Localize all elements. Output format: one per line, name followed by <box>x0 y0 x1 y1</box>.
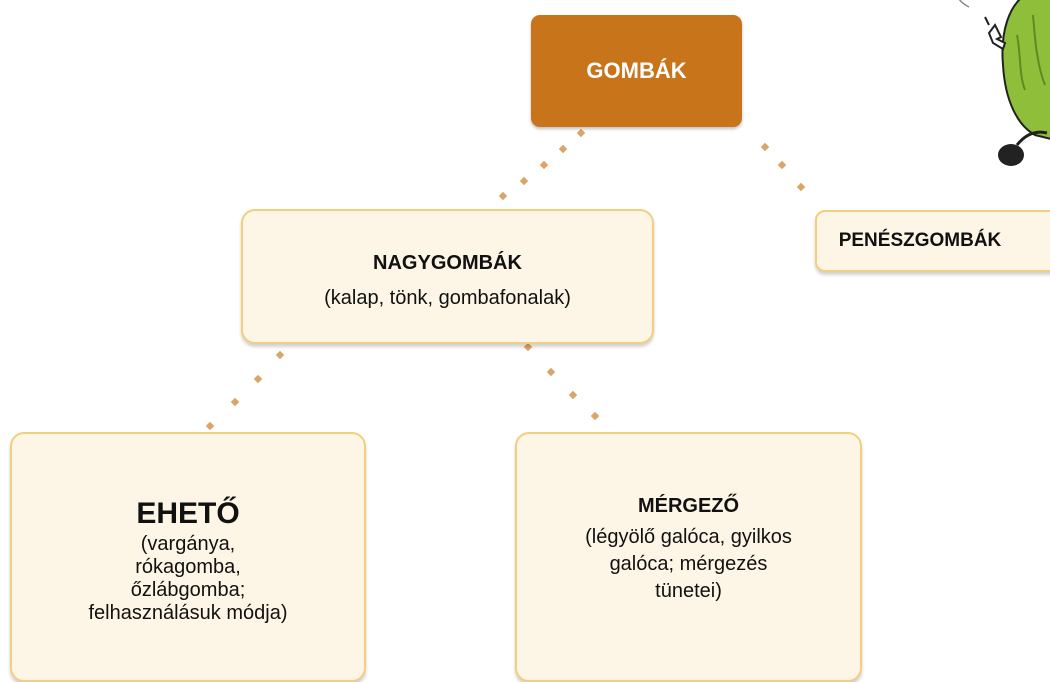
connector-dot <box>796 182 806 192</box>
connector-dot <box>498 191 508 201</box>
merges-title: MÉRGEZŐ <box>637 495 740 517</box>
node-eheto: EHETŐ (vargánya, rókagomba, őzlábgomba; … <box>10 432 366 682</box>
connector-dot <box>205 421 215 431</box>
mushroom-mascot-illustration <box>958 0 1050 166</box>
penesz-title: PENÉSZGOMBÁK <box>838 230 1002 251</box>
node-nagygombak: NAGYGOMBÁK (kalap, tönk, gombafonalak) <box>241 209 654 344</box>
connector-dot <box>539 160 549 170</box>
root-label: GOMBÁK <box>586 58 687 83</box>
connector-dot <box>777 160 787 170</box>
node-peneszgombak: PENÉSZGOMBÁK <box>815 210 1050 272</box>
connector-dot <box>519 176 529 186</box>
node-merges: MÉRGEZŐ (légyölő galóca, gyilkos galóca;… <box>515 432 862 682</box>
connector-dot <box>523 342 533 352</box>
nagygombak-title: NAGYGOMBÁK <box>373 251 522 274</box>
connector-dot <box>576 128 586 138</box>
connector-dot <box>590 411 600 421</box>
connector-dot <box>546 367 556 377</box>
nagygombak-description: (kalap, tönk, gombafonalak) <box>324 286 571 309</box>
merges-description: (légyölő galóca, gyilkos galóca; mérgezé… <box>585 526 792 602</box>
connector-dot <box>760 142 770 152</box>
root-node-gombak: GOMBÁK <box>531 15 742 127</box>
connector-dot <box>558 144 568 154</box>
eheto-title: EHETŐ <box>136 497 240 530</box>
connector-dot <box>230 397 240 407</box>
connector-dot <box>275 350 285 360</box>
connector-dot <box>253 374 263 384</box>
connector-dot <box>568 390 578 400</box>
eheto-description: (vargánya, rókagomba, őzlábgomba; felhas… <box>88 533 288 624</box>
